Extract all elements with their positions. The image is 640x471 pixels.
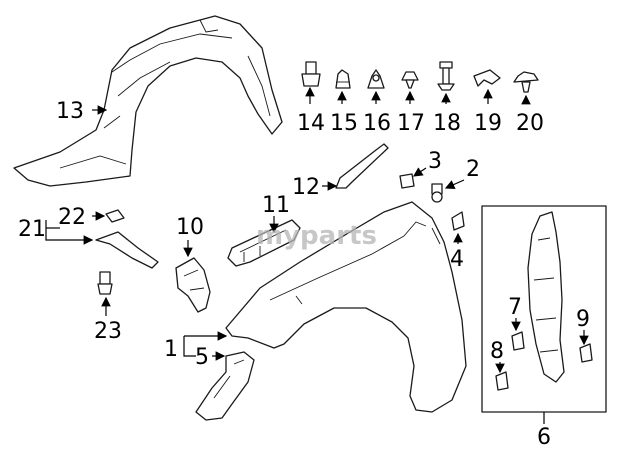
clip-part-20[interactable] [513, 71, 539, 93]
callout-18: 18 [433, 111, 461, 136]
part-7[interactable] [511, 331, 525, 351]
clip-part-19[interactable] [473, 69, 501, 87]
watermark: myparts [256, 221, 377, 251]
callout-15: 15 [330, 111, 358, 136]
clip-part-18[interactable] [437, 61, 455, 91]
seal-part-4[interactable] [451, 211, 465, 231]
part-8[interactable] [495, 371, 509, 391]
clip-part-15[interactable] [335, 69, 351, 89]
callout-6: 6 [537, 425, 551, 450]
fender-bracket-part-5[interactable] [195, 351, 255, 421]
callout-3: 3 [428, 149, 442, 174]
callout-20: 20 [516, 111, 544, 136]
callout-12: 12 [292, 175, 320, 200]
screw-part-2[interactable] [431, 183, 443, 203]
callout-1: 1 [164, 337, 178, 362]
leader-lines [45, 86, 589, 424]
callout-23: 23 [94, 319, 122, 344]
callout-7: 7 [508, 295, 522, 320]
callout-22: 22 [58, 205, 86, 230]
callout-11: 11 [262, 193, 290, 218]
callout-13: 13 [56, 99, 84, 124]
fender-part-1[interactable] [225, 201, 467, 413]
callout-labels: 13 14 15 16 17 18 19 20 12 3 2 4 11 10 2… [18, 99, 590, 450]
clip-part-16[interactable] [367, 69, 385, 89]
callout-8: 8 [490, 339, 504, 364]
part-group-6[interactable] [481, 205, 607, 413]
bracket-part-21[interactable] [95, 231, 159, 269]
callout-9: 9 [576, 307, 590, 332]
callout-2: 2 [466, 157, 480, 182]
part-9[interactable] [579, 343, 593, 363]
clip-part-17[interactable] [401, 71, 419, 89]
callout-14: 14 [297, 111, 325, 136]
callout-5: 5 [195, 345, 209, 370]
callout-10: 10 [176, 215, 204, 240]
bolt-part-23[interactable] [97, 271, 113, 295]
clip-part-3[interactable] [399, 173, 415, 189]
callout-4: 4 [450, 247, 464, 272]
callout-17: 17 [397, 111, 425, 136]
callout-21: 21 [18, 217, 46, 242]
callout-16: 16 [363, 111, 391, 136]
clip-part-22[interactable] [105, 209, 125, 223]
bracket-part-11[interactable] [227, 219, 301, 267]
bolt-part-14[interactable] [301, 61, 321, 87]
moulding-part-12[interactable] [335, 143, 389, 189]
bracket-part-10[interactable] [175, 257, 211, 313]
fender-liner-part-13[interactable] [13, 15, 283, 187]
callout-19: 19 [474, 111, 502, 136]
